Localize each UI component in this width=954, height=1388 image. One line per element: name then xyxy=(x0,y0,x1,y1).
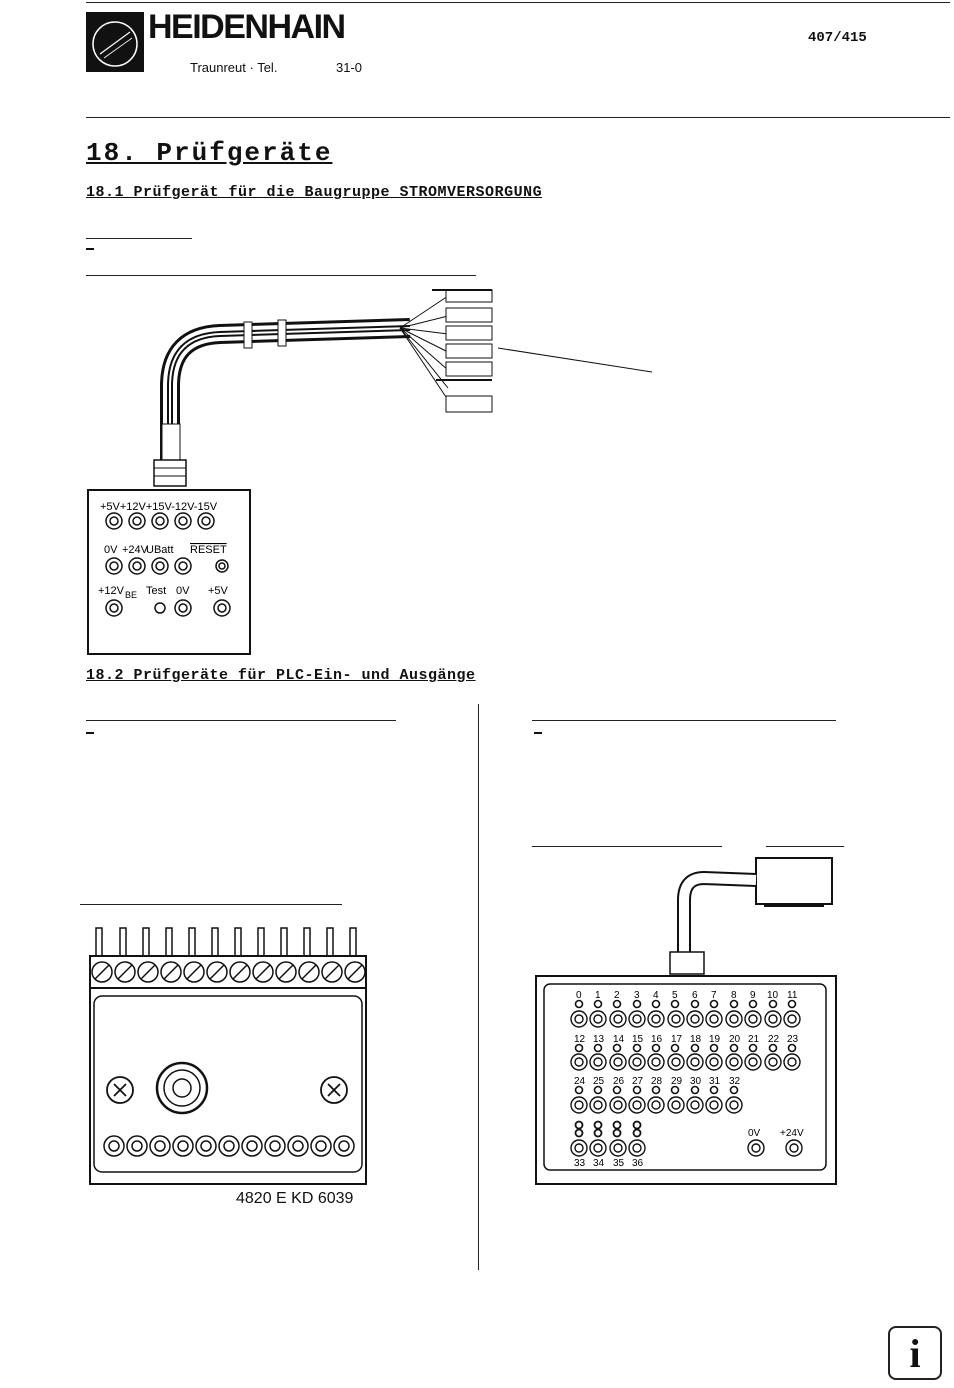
pin-label-33: 33 xyxy=(574,1158,586,1169)
part-number-caption: 4820 E KD 6039 xyxy=(236,1190,354,1207)
power-tester-drawing: +5V+12V+15V-12V-15V 0V +24V UBatt RESET … xyxy=(87,289,653,655)
plc-test-module-left xyxy=(89,927,367,1185)
pin-label-20: 20 xyxy=(729,1034,741,1045)
tester-label-test: Test xyxy=(146,585,166,597)
tester-label-reset: RESET xyxy=(190,544,227,556)
pin-label-9: 9 xyxy=(750,990,756,1001)
pin-label-29: 29 xyxy=(671,1076,683,1087)
pin-label-16: 16 xyxy=(651,1034,663,1045)
top-rule xyxy=(86,2,950,3)
pin-label-15: 15 xyxy=(632,1034,644,1045)
pin-label-21: 21 xyxy=(748,1034,760,1045)
pin-label-36: 36 xyxy=(632,1158,644,1169)
pin-label-8: 8 xyxy=(731,990,737,1001)
info-icon: i xyxy=(909,1330,921,1376)
pin-label-17: 17 xyxy=(671,1034,683,1045)
blank-line-3 xyxy=(86,720,396,721)
blank-line-7 xyxy=(766,846,844,847)
pin-label-26: 26 xyxy=(613,1076,625,1087)
list-dash-2 xyxy=(86,732,94,734)
tester-label-0v: 0V xyxy=(104,544,118,556)
pin-label-6: 6 xyxy=(692,990,698,1001)
header-rule xyxy=(86,117,950,118)
brand-name: HEIDENHAIN xyxy=(148,8,346,46)
pin-label-18: 18 xyxy=(690,1034,702,1045)
subsection-1-title: 18.1 Prüfgerät für die Baugruppe STROMVE… xyxy=(86,184,543,201)
pin-label-32: 32 xyxy=(729,1076,741,1087)
tester-label-0v-b: 0V xyxy=(176,585,190,597)
pin-label-13: 13 xyxy=(593,1034,605,1045)
tester-label-ubatt: UBatt xyxy=(146,544,174,556)
column-divider xyxy=(478,704,479,1270)
pin-label-11: 11 xyxy=(787,990,798,1001)
subsection-2-title: 18.2 Prüfgeräte für PLC-Ein- und Ausgäng… xyxy=(86,667,476,684)
phone-suffix: 31-0 xyxy=(336,60,363,75)
blank-line-6 xyxy=(532,846,722,847)
supply-label-0v: 0V xyxy=(748,1128,761,1139)
pin-label-0: 0 xyxy=(576,990,582,1001)
tester-label-5v: +5V xyxy=(208,585,229,597)
blank-line-1 xyxy=(86,238,192,239)
pin-label-35: 35 xyxy=(613,1158,625,1169)
blank-line-2 xyxy=(86,275,476,276)
pin-label-25: 25 xyxy=(593,1076,605,1087)
blank-line-4 xyxy=(80,904,342,905)
document-number: 407/415 xyxy=(808,30,867,46)
blank-line-5 xyxy=(532,720,836,721)
tester-label-be: BE xyxy=(125,590,137,600)
pin-label-28: 28 xyxy=(651,1076,663,1087)
section-title: 18. Prüfgeräte xyxy=(86,138,333,168)
heidenhain-logo xyxy=(86,12,144,72)
pin-label-4: 4 xyxy=(653,990,659,1001)
tester-label-12v: +12V xyxy=(98,585,125,597)
company-location: Traunreut · Tel. xyxy=(190,60,278,75)
pin-label-24: 24 xyxy=(574,1076,586,1087)
info-button[interactable]: i xyxy=(888,1326,942,1380)
tester-row1-labels: +5V+12V+15V-12V-15V xyxy=(100,501,218,513)
pin-label-12: 12 xyxy=(574,1034,586,1045)
list-dash-3 xyxy=(534,732,542,734)
pin-label-31: 31 xyxy=(709,1076,721,1087)
pin-label-22: 22 xyxy=(768,1034,780,1045)
pin-label-34: 34 xyxy=(593,1158,605,1169)
pin-label-14: 14 xyxy=(613,1034,625,1045)
supply-label-24v: +24V xyxy=(780,1128,804,1139)
pin-label-19: 19 xyxy=(709,1034,721,1045)
list-dash-1 xyxy=(86,248,94,250)
pin-label-30: 30 xyxy=(690,1076,702,1087)
tester-label-24v: +24V xyxy=(122,544,149,556)
pin-label-5: 5 xyxy=(672,990,678,1001)
pin-label-3: 3 xyxy=(634,990,640,1001)
pin-label-1: 1 xyxy=(595,990,601,1001)
pin-label-27: 27 xyxy=(632,1076,644,1087)
module-pins xyxy=(95,927,357,959)
pin-label-23: 23 xyxy=(787,1034,799,1045)
pin-label-10: 10 xyxy=(767,990,779,1001)
pin-label-7: 7 xyxy=(711,990,717,1001)
pin-label-2: 2 xyxy=(614,990,620,1001)
plc-test-box-right: 0 1 2 3 4 5 6 7 8 9 10 11 12 13 14 15 xyxy=(535,857,837,1185)
